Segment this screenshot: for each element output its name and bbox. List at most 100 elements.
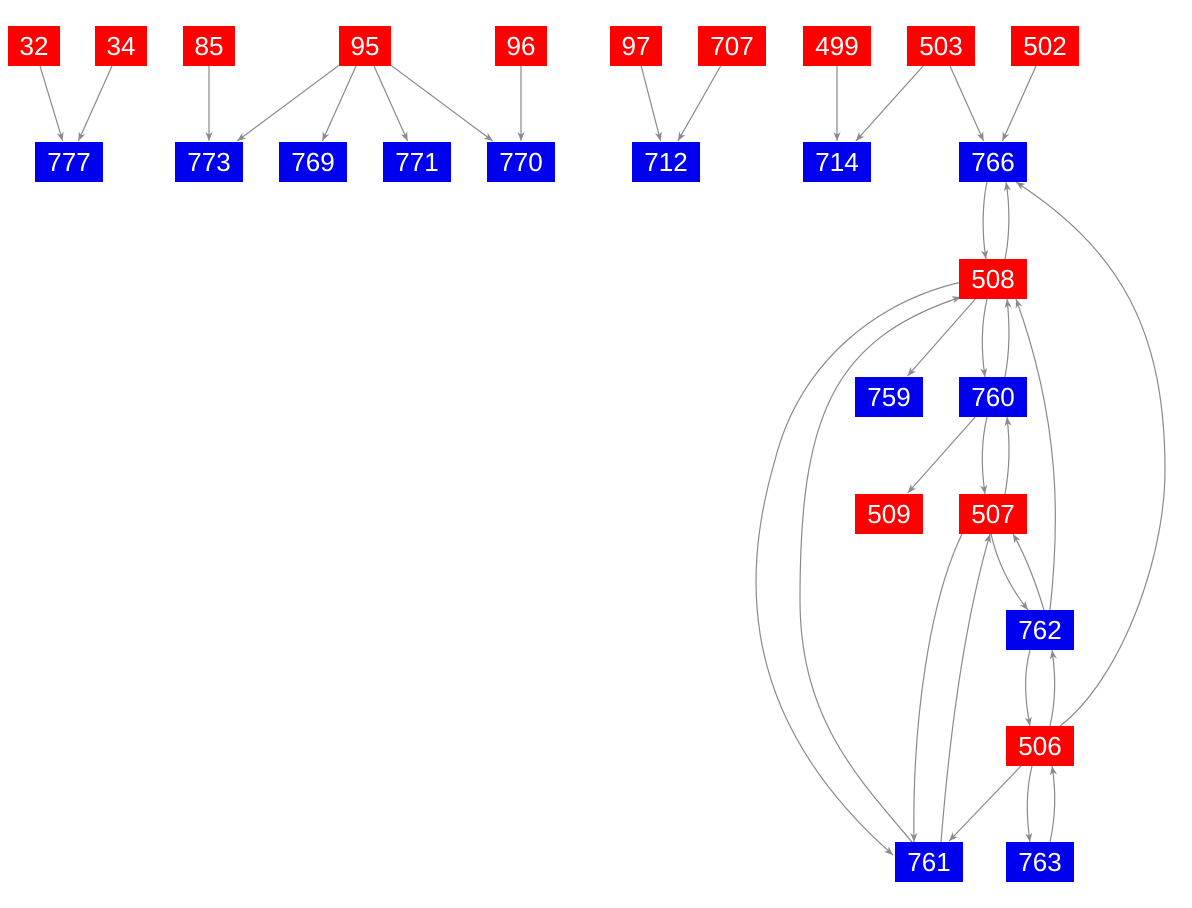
node-707-box: [698, 26, 766, 66]
node-85-box: [183, 26, 235, 66]
node-506-label: 506: [1018, 731, 1061, 761]
node-509-box: [855, 494, 923, 534]
edge-95-to-771: [373, 65, 409, 142]
node-762-label: 762: [1018, 615, 1061, 645]
node-762: 762: [1006, 610, 1074, 650]
edge-95-to-769: [321, 65, 357, 142]
node-502: 502: [1011, 26, 1079, 66]
node-499-label: 499: [815, 31, 858, 61]
node-508-label: 508: [971, 264, 1014, 294]
edge-761-to-507: [940, 533, 991, 843]
edge-760-to-507: [980, 416, 988, 495]
node-773-box: [175, 142, 243, 182]
node-508-box: [959, 259, 1027, 299]
node-759: 759: [855, 377, 923, 417]
node-769: 769: [279, 142, 347, 182]
edge-508-to-766: [1003, 181, 1012, 260]
node-769-box: [279, 142, 347, 182]
node-503-label: 503: [919, 31, 962, 61]
edges-layer: [39, 64, 1166, 856]
node-34-label: 34: [107, 31, 136, 61]
node-507-label: 507: [971, 499, 1014, 529]
node-707-label: 707: [710, 31, 753, 61]
node-771: 771: [383, 142, 451, 182]
node-759-box: [855, 377, 923, 417]
node-499: 499: [803, 26, 871, 66]
node-506-box: [1006, 726, 1074, 766]
edge-507-to-760: [1004, 416, 1012, 495]
node-32-box: [8, 26, 60, 66]
edge-766-to-508: [980, 181, 989, 260]
node-85: 85: [183, 26, 235, 66]
node-712: 712: [632, 142, 700, 182]
node-763-label: 763: [1018, 847, 1061, 877]
node-507: 507: [959, 494, 1027, 534]
node-34: 34: [95, 26, 147, 66]
node-762-box: [1006, 610, 1074, 650]
node-773: 773: [175, 142, 243, 182]
edge-762-to-506: [1024, 649, 1032, 727]
node-766-box: [959, 142, 1027, 182]
edge-506-to-766: [1015, 181, 1166, 727]
node-503-box: [907, 26, 975, 66]
node-777: 777: [35, 142, 103, 182]
node-707: 707: [698, 26, 766, 66]
node-777-box: [35, 142, 103, 182]
node-502-label: 502: [1023, 31, 1066, 61]
node-760: 760: [959, 377, 1027, 417]
edge-507-to-762: [990, 533, 1029, 611]
node-770-label: 770: [499, 147, 542, 177]
node-761: 761: [895, 842, 963, 882]
node-502-box: [1011, 26, 1079, 66]
edge-761-to-508: [799, 296, 962, 843]
node-714-label: 714: [815, 147, 858, 177]
node-760-box: [959, 377, 1027, 417]
node-32: 32: [8, 26, 60, 66]
node-761-box: [895, 842, 963, 882]
edge-503-to-766: [949, 65, 985, 142]
node-759-label: 759: [867, 382, 910, 412]
node-509: 509: [855, 494, 923, 534]
edge-760-to-508: [1004, 298, 1012, 378]
edge-503-to-714: [855, 65, 924, 142]
edge-762-to-508: [1015, 298, 1057, 611]
node-766: 766: [959, 142, 1027, 182]
edge-506-to-763: [1025, 765, 1033, 843]
edge-508-to-759: [907, 298, 976, 377]
node-507-box: [959, 494, 1027, 534]
edge-506-to-761: [948, 765, 1022, 842]
node-763-box: [1006, 842, 1074, 882]
node-97-label: 97: [622, 31, 651, 61]
edge-95-to-770: [390, 64, 494, 142]
node-714: 714: [803, 142, 871, 182]
node-34-box: [95, 26, 147, 66]
node-85-label: 85: [195, 31, 224, 61]
node-97: 97: [610, 26, 662, 66]
node-763: 763: [1006, 842, 1074, 882]
node-760-label: 760: [971, 382, 1014, 412]
edge-95-to-773: [236, 64, 340, 142]
node-712-box: [632, 142, 700, 182]
node-32-label: 32: [20, 31, 49, 61]
node-97-box: [610, 26, 662, 66]
edge-97-to-712: [640, 65, 662, 142]
edge-34-to-777: [77, 65, 113, 142]
node-503: 503: [907, 26, 975, 66]
node-770-box: [487, 142, 555, 182]
node-509-label: 509: [867, 499, 910, 529]
edge-763-to-506: [1049, 765, 1058, 843]
node-761-label: 761: [907, 847, 950, 877]
node-766-label: 766: [971, 147, 1014, 177]
node-95-box: [339, 26, 391, 66]
edge-508-to-761: [755, 281, 963, 856]
node-499-box: [803, 26, 871, 66]
node-506: 506: [1006, 726, 1074, 766]
edge-32-to-777: [39, 65, 64, 142]
edge-507-to-761: [910, 533, 963, 843]
edge-502-to-766: [1001, 65, 1037, 142]
node-508: 508: [959, 259, 1027, 299]
node-769-label: 769: [291, 147, 334, 177]
edge-506-to-762: [1049, 649, 1057, 727]
